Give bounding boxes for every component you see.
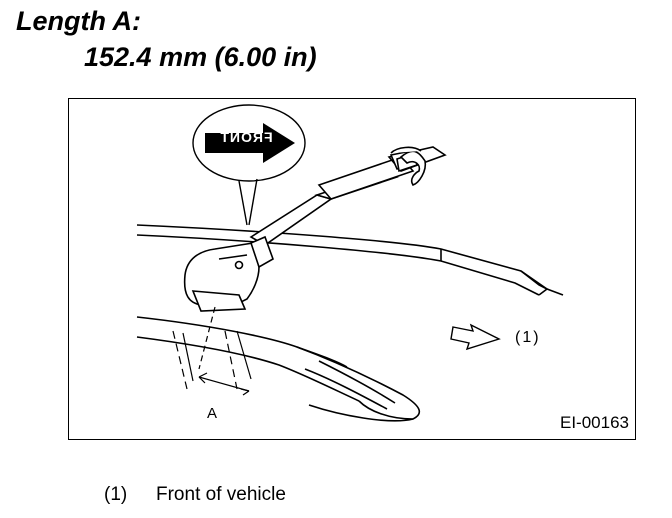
near-roof-rail [136, 316, 421, 422]
near-end-bracket [183, 235, 274, 312]
legend-item-number: (1) [104, 484, 128, 505]
front-label: FRONT [219, 129, 273, 145]
front-callout [192, 104, 306, 226]
legend-item-text: Front of vehicle [156, 484, 286, 505]
legend: (1) Front of vehicle [104, 484, 286, 506]
roof-rack-illustration: FRONT (1) A EI-00163 [68, 98, 636, 440]
direction-arrow-icon [450, 323, 501, 351]
far-end-bracket [390, 146, 427, 186]
front-arrow-icon [205, 123, 295, 163]
figure-id: EI-00163 [560, 413, 629, 432]
length-heading: Length A: [16, 6, 141, 36]
far-roof-rail [136, 224, 564, 296]
callout-1-label: (1) [515, 329, 541, 346]
dimension-lines [172, 306, 252, 396]
roof-rack-drawing [136, 104, 564, 422]
length-value: 152.4 mm (6.00 in) [84, 42, 317, 72]
dimension-a-label: A [207, 405, 218, 422]
